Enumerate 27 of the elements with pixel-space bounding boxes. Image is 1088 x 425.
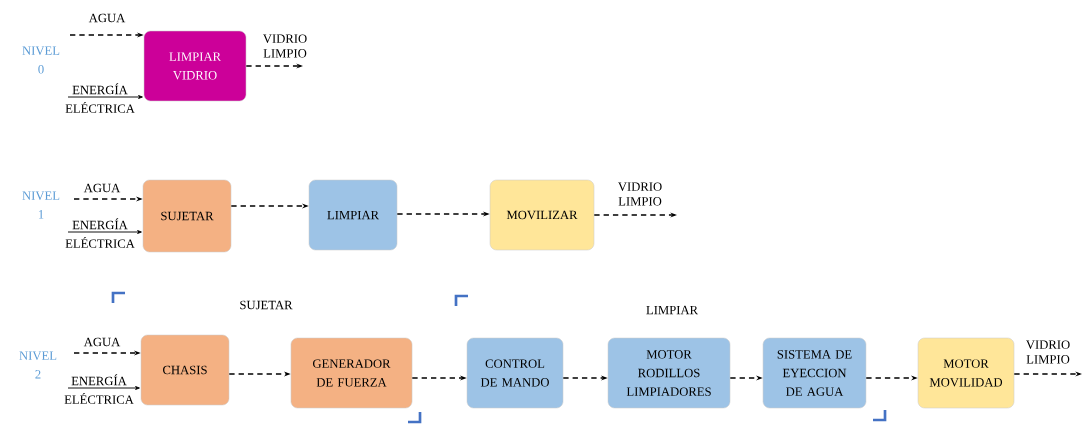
process-box: LIMPIAR VIDRIO <box>143 30 247 102</box>
process-box: GENERADOR DE FUERZA <box>290 337 413 409</box>
edge-label: AGUA <box>83 337 121 347</box>
edge-label: ENERGÍA ELÉCTRICA <box>64 374 134 404</box>
arrow <box>67 95 143 99</box>
text-label: LIMPIAR <box>646 305 698 315</box>
process-box: MOTOR RODILLOS LIMPIADORES <box>607 337 731 409</box>
process-box: SISTEMA DE EYECCION DE AGUA <box>762 337 867 409</box>
edge-label: VIDRIO LIMPIO <box>1026 340 1070 364</box>
edge-label: VIDRIO LIMPIO <box>618 182 662 206</box>
process-box: LIMPIAR <box>308 179 398 251</box>
arrow <box>67 386 140 390</box>
edge-label: AGUA <box>83 183 121 193</box>
process-box: MOTOR MOVILIDAD <box>917 337 1015 409</box>
text-label: NIVEL 1 <box>22 191 60 219</box>
edge-label: VIDRIO LIMPIO <box>263 34 307 58</box>
text-label: NIVEL 2 <box>19 351 57 379</box>
edge-label: AGUA <box>88 13 126 23</box>
arrow <box>67 230 142 234</box>
process-box: CHASIS <box>140 334 230 406</box>
edge-label: ENERGÍA ELÉCTRICA <box>65 83 135 113</box>
edge-label: ENERGÍA ELÉCTRICA <box>65 218 135 248</box>
process-box: MOVILIZAR <box>489 179 595 251</box>
process-box: CONTROL DE MANDO <box>466 337 564 409</box>
text-label: SUJETAR <box>240 300 293 310</box>
process-box: SUJETAR <box>142 179 232 253</box>
text-label: NIVEL 0 <box>22 46 60 74</box>
